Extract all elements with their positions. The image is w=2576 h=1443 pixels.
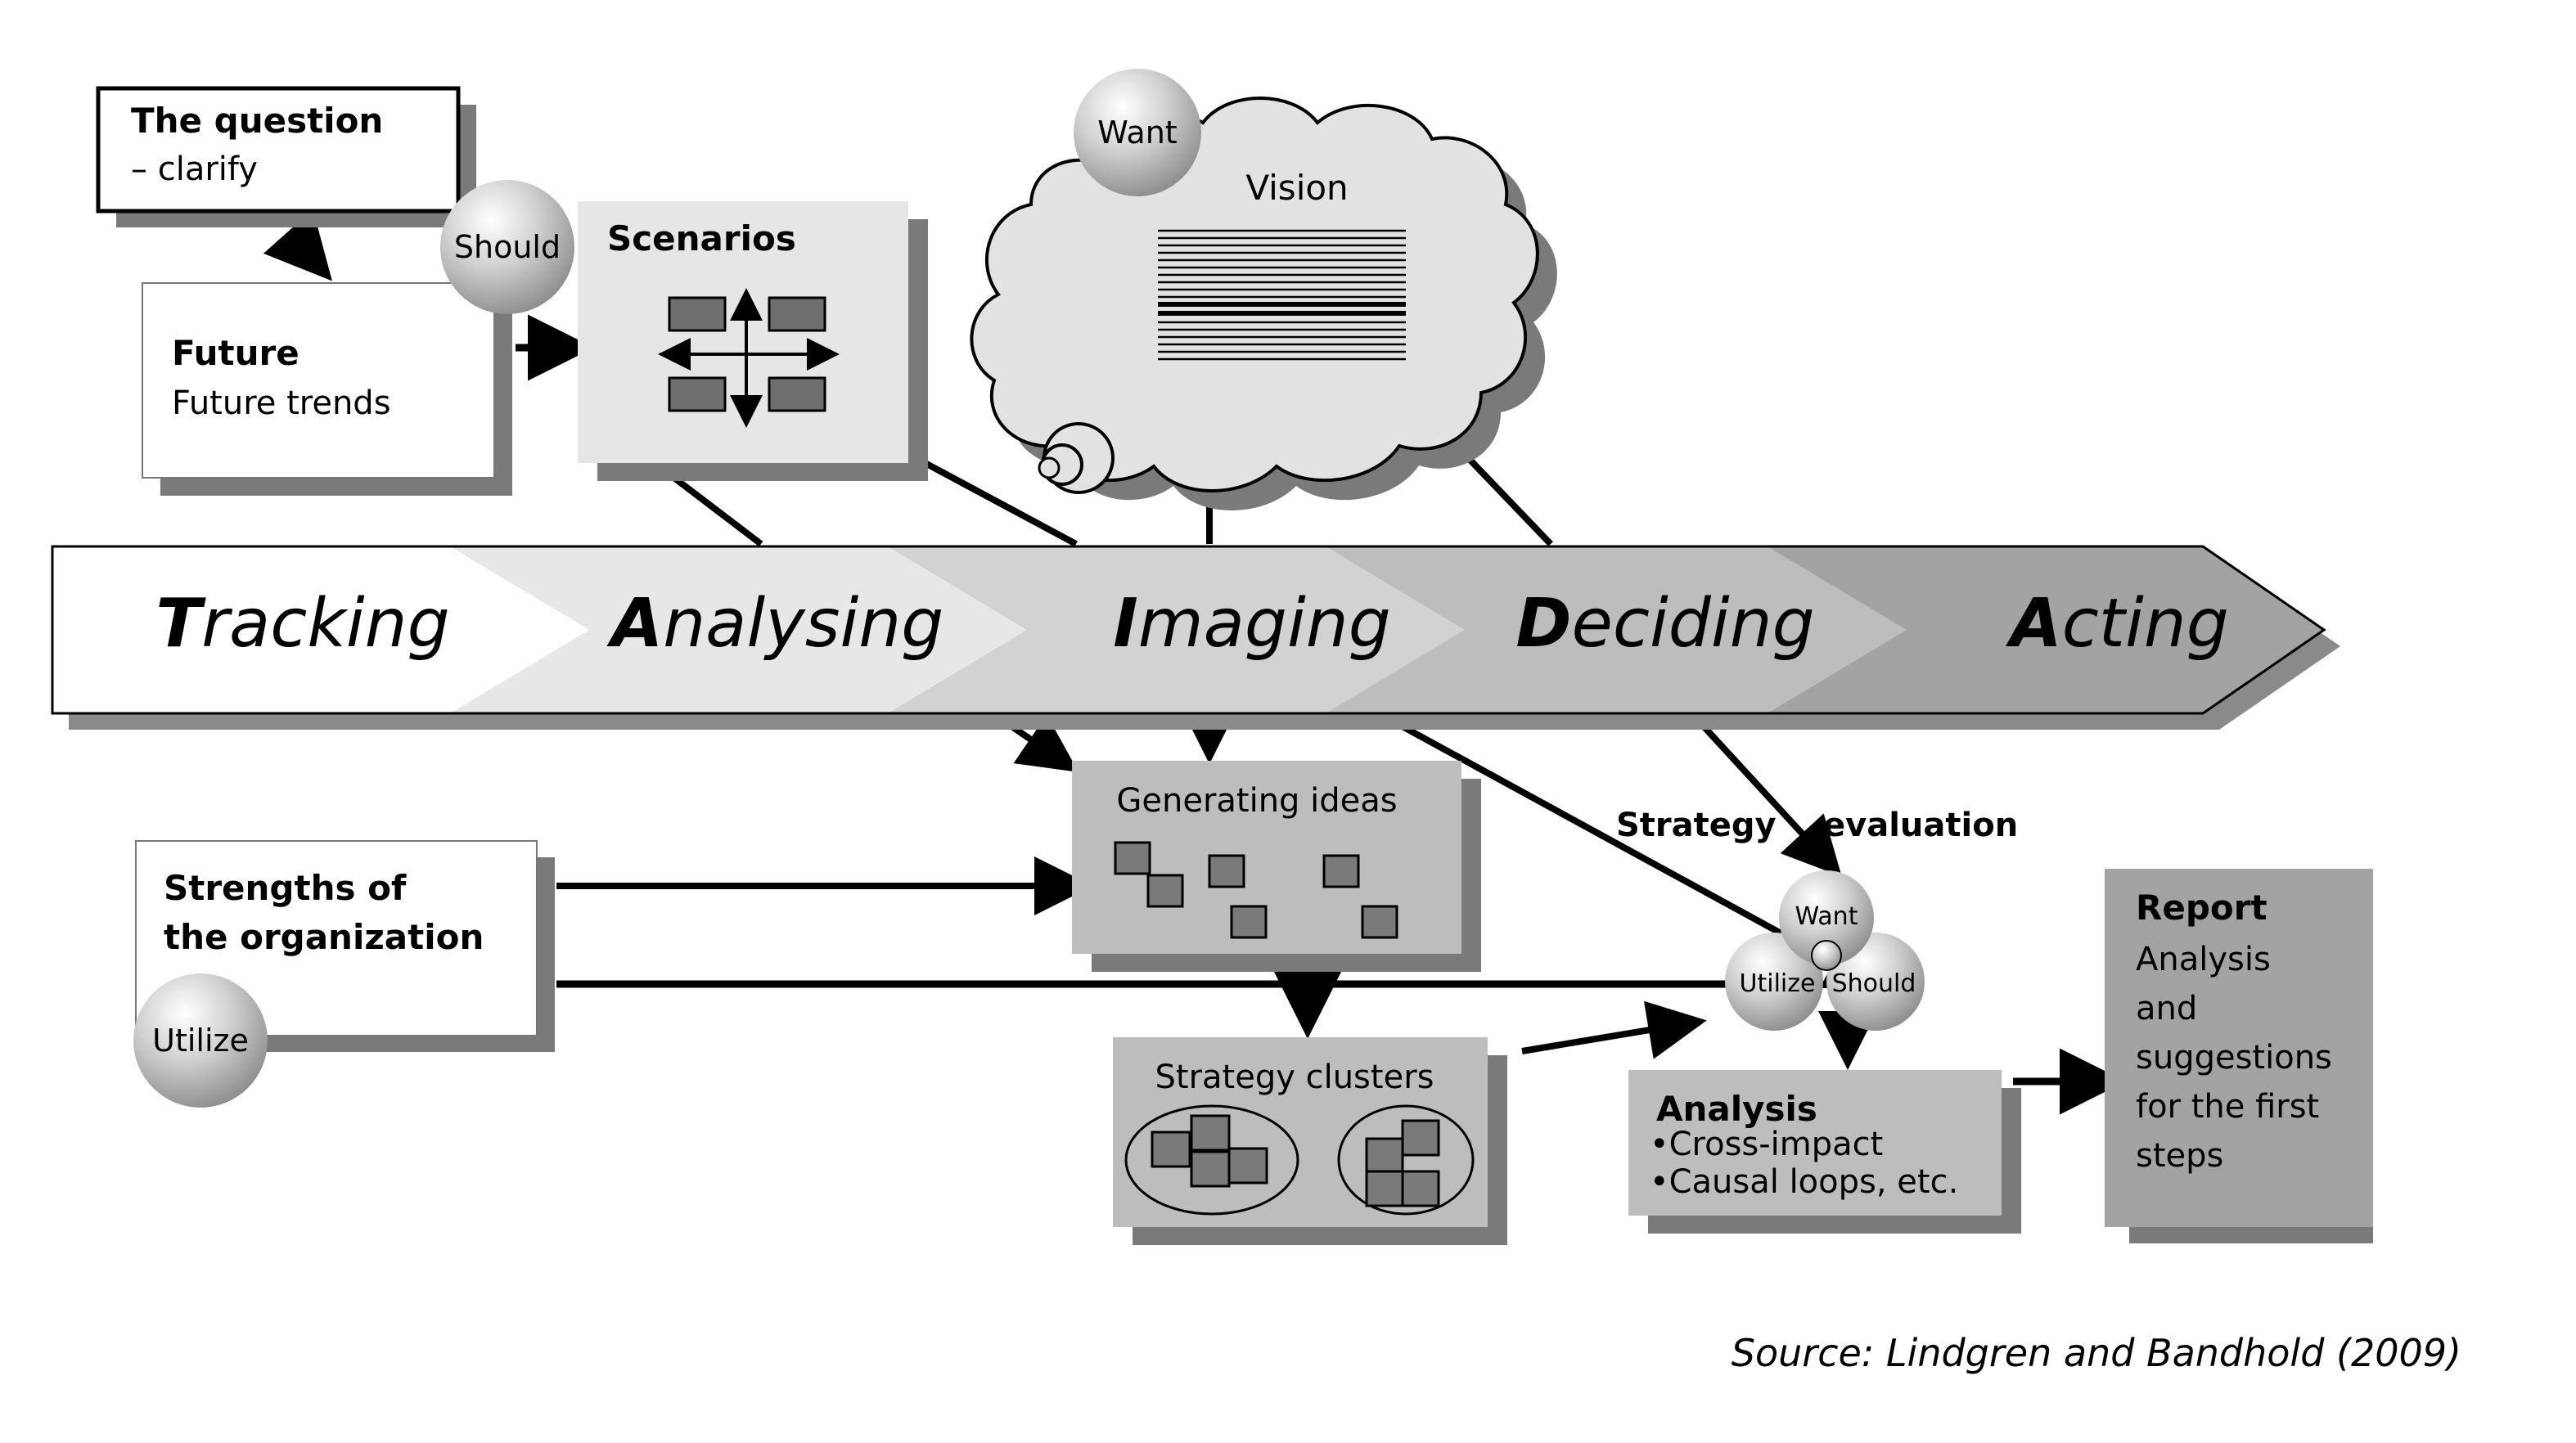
stage-rest: cting xyxy=(2062,585,2229,663)
process-arrow-bar: Tracking Analysing Imaging Deciding Acti… xyxy=(51,545,2340,730)
report-line-5: steps xyxy=(2136,1137,2223,1175)
vision-text-lines-icon xyxy=(1158,229,1406,361)
strengths-line1: Strengths of xyxy=(164,868,407,908)
stage-initial: A xyxy=(2005,585,2061,663)
future-sub: Future trends xyxy=(172,384,391,422)
stage-initial: D xyxy=(1515,585,1571,663)
utilize-bubble: Utilize xyxy=(133,973,268,1108)
stage-initial: I xyxy=(1113,585,1138,663)
report-title: Report xyxy=(2136,888,2268,928)
stage-tracking: Tracking xyxy=(155,585,449,663)
arrow-clusters-to-evaluation xyxy=(1521,1000,1707,1059)
generating-ideas-box: Generating ideas xyxy=(1072,761,1481,972)
report-box: Report Analysis and suggestions for the … xyxy=(2105,869,2373,1243)
future-box: Future Future trends xyxy=(142,282,512,496)
stage-deciding: Deciding xyxy=(1515,585,1814,663)
strengths-line2: the organization xyxy=(164,917,484,957)
question-sub: – clarify xyxy=(131,151,258,188)
svg-text:Acting: Acting xyxy=(2005,585,2229,663)
stage-initial: A xyxy=(606,585,663,663)
scenarios-title: Scenarios xyxy=(607,218,796,258)
generating-title: Generating ideas xyxy=(1116,782,1397,820)
report-line-3: suggestions xyxy=(2136,1039,2332,1077)
line-scenarios-to-bar-2 xyxy=(907,451,1078,547)
stage-analysing: Analysing xyxy=(606,585,944,663)
source-citation: Source: Lindgren and Bandhold (2009) xyxy=(1732,1331,2461,1375)
eval-should-label: Should xyxy=(1832,969,1916,998)
stage-rest: maging xyxy=(1138,585,1391,663)
report-line-4: for the first xyxy=(2136,1088,2319,1126)
scenarios-box: Scenarios xyxy=(578,201,928,481)
stage-rest: eciding xyxy=(1571,585,1814,663)
strategy-clusters-title: Strategy clusters xyxy=(1155,1059,1434,1096)
stage-rest: nalysing xyxy=(663,585,943,663)
analysis-box: Analysis •Cross-impact •Causal loops, et… xyxy=(1628,1070,2021,1234)
strategy-eval-word1: Strategy xyxy=(1616,807,1777,844)
want-bubble: Want xyxy=(1074,69,1201,196)
eval-want-label: Want xyxy=(1795,902,1858,931)
idea-squares-icon xyxy=(1114,841,1398,939)
strategy-clusters-box: Strategy clusters xyxy=(1113,1037,1507,1245)
question-box: The question – clarify xyxy=(96,86,476,227)
svg-text:Analysing: Analysing xyxy=(606,585,944,663)
want-bubble-label: Want xyxy=(1097,115,1177,151)
question-title: The question xyxy=(131,101,383,141)
evaluation-bubbles: Want Utilize Should xyxy=(1725,870,1925,1031)
scenarios-cross-icon xyxy=(658,288,840,428)
stage-imaging: Imaging xyxy=(1113,585,1391,663)
vision-cloud: Vision xyxy=(970,97,1557,510)
report-line-2: and xyxy=(2136,990,2197,1027)
stage-initial: T xyxy=(155,585,206,663)
line-vision-to-bar-right xyxy=(1454,443,1553,546)
eval-utilize-label: Utilize xyxy=(1740,969,1816,998)
stage-rest: racking xyxy=(201,585,449,663)
should-bubble: Should xyxy=(440,180,574,314)
analysis-item1: •Cross-impact xyxy=(1650,1126,1883,1163)
arrow-deciding-to-want xyxy=(1691,713,1842,877)
cluster-right-icon xyxy=(1337,1104,1475,1216)
analysis-title: Analysis xyxy=(1656,1089,1817,1129)
vision-title: Vision xyxy=(1245,168,1348,208)
svg-text:Deciding: Deciding xyxy=(1515,585,1814,663)
future-title: Future xyxy=(172,333,299,373)
svg-text:Imaging: Imaging xyxy=(1113,585,1391,663)
stage-acting: Acting xyxy=(2005,585,2229,663)
arrow-question-to-future xyxy=(263,209,332,281)
analysis-item2: •Causal loops, etc. xyxy=(1650,1163,1958,1201)
line-scenarios-to-bar-1 xyxy=(673,475,763,547)
utilize-bubble-label: Utilize xyxy=(152,1023,249,1059)
svg-text:Tracking: Tracking xyxy=(155,585,449,663)
should-bubble-label: Should xyxy=(454,229,561,265)
cluster-left-icon xyxy=(1124,1104,1299,1216)
report-line-1: Analysis xyxy=(2136,941,2271,978)
strategy-eval-word2: evaluation xyxy=(1823,807,2018,844)
